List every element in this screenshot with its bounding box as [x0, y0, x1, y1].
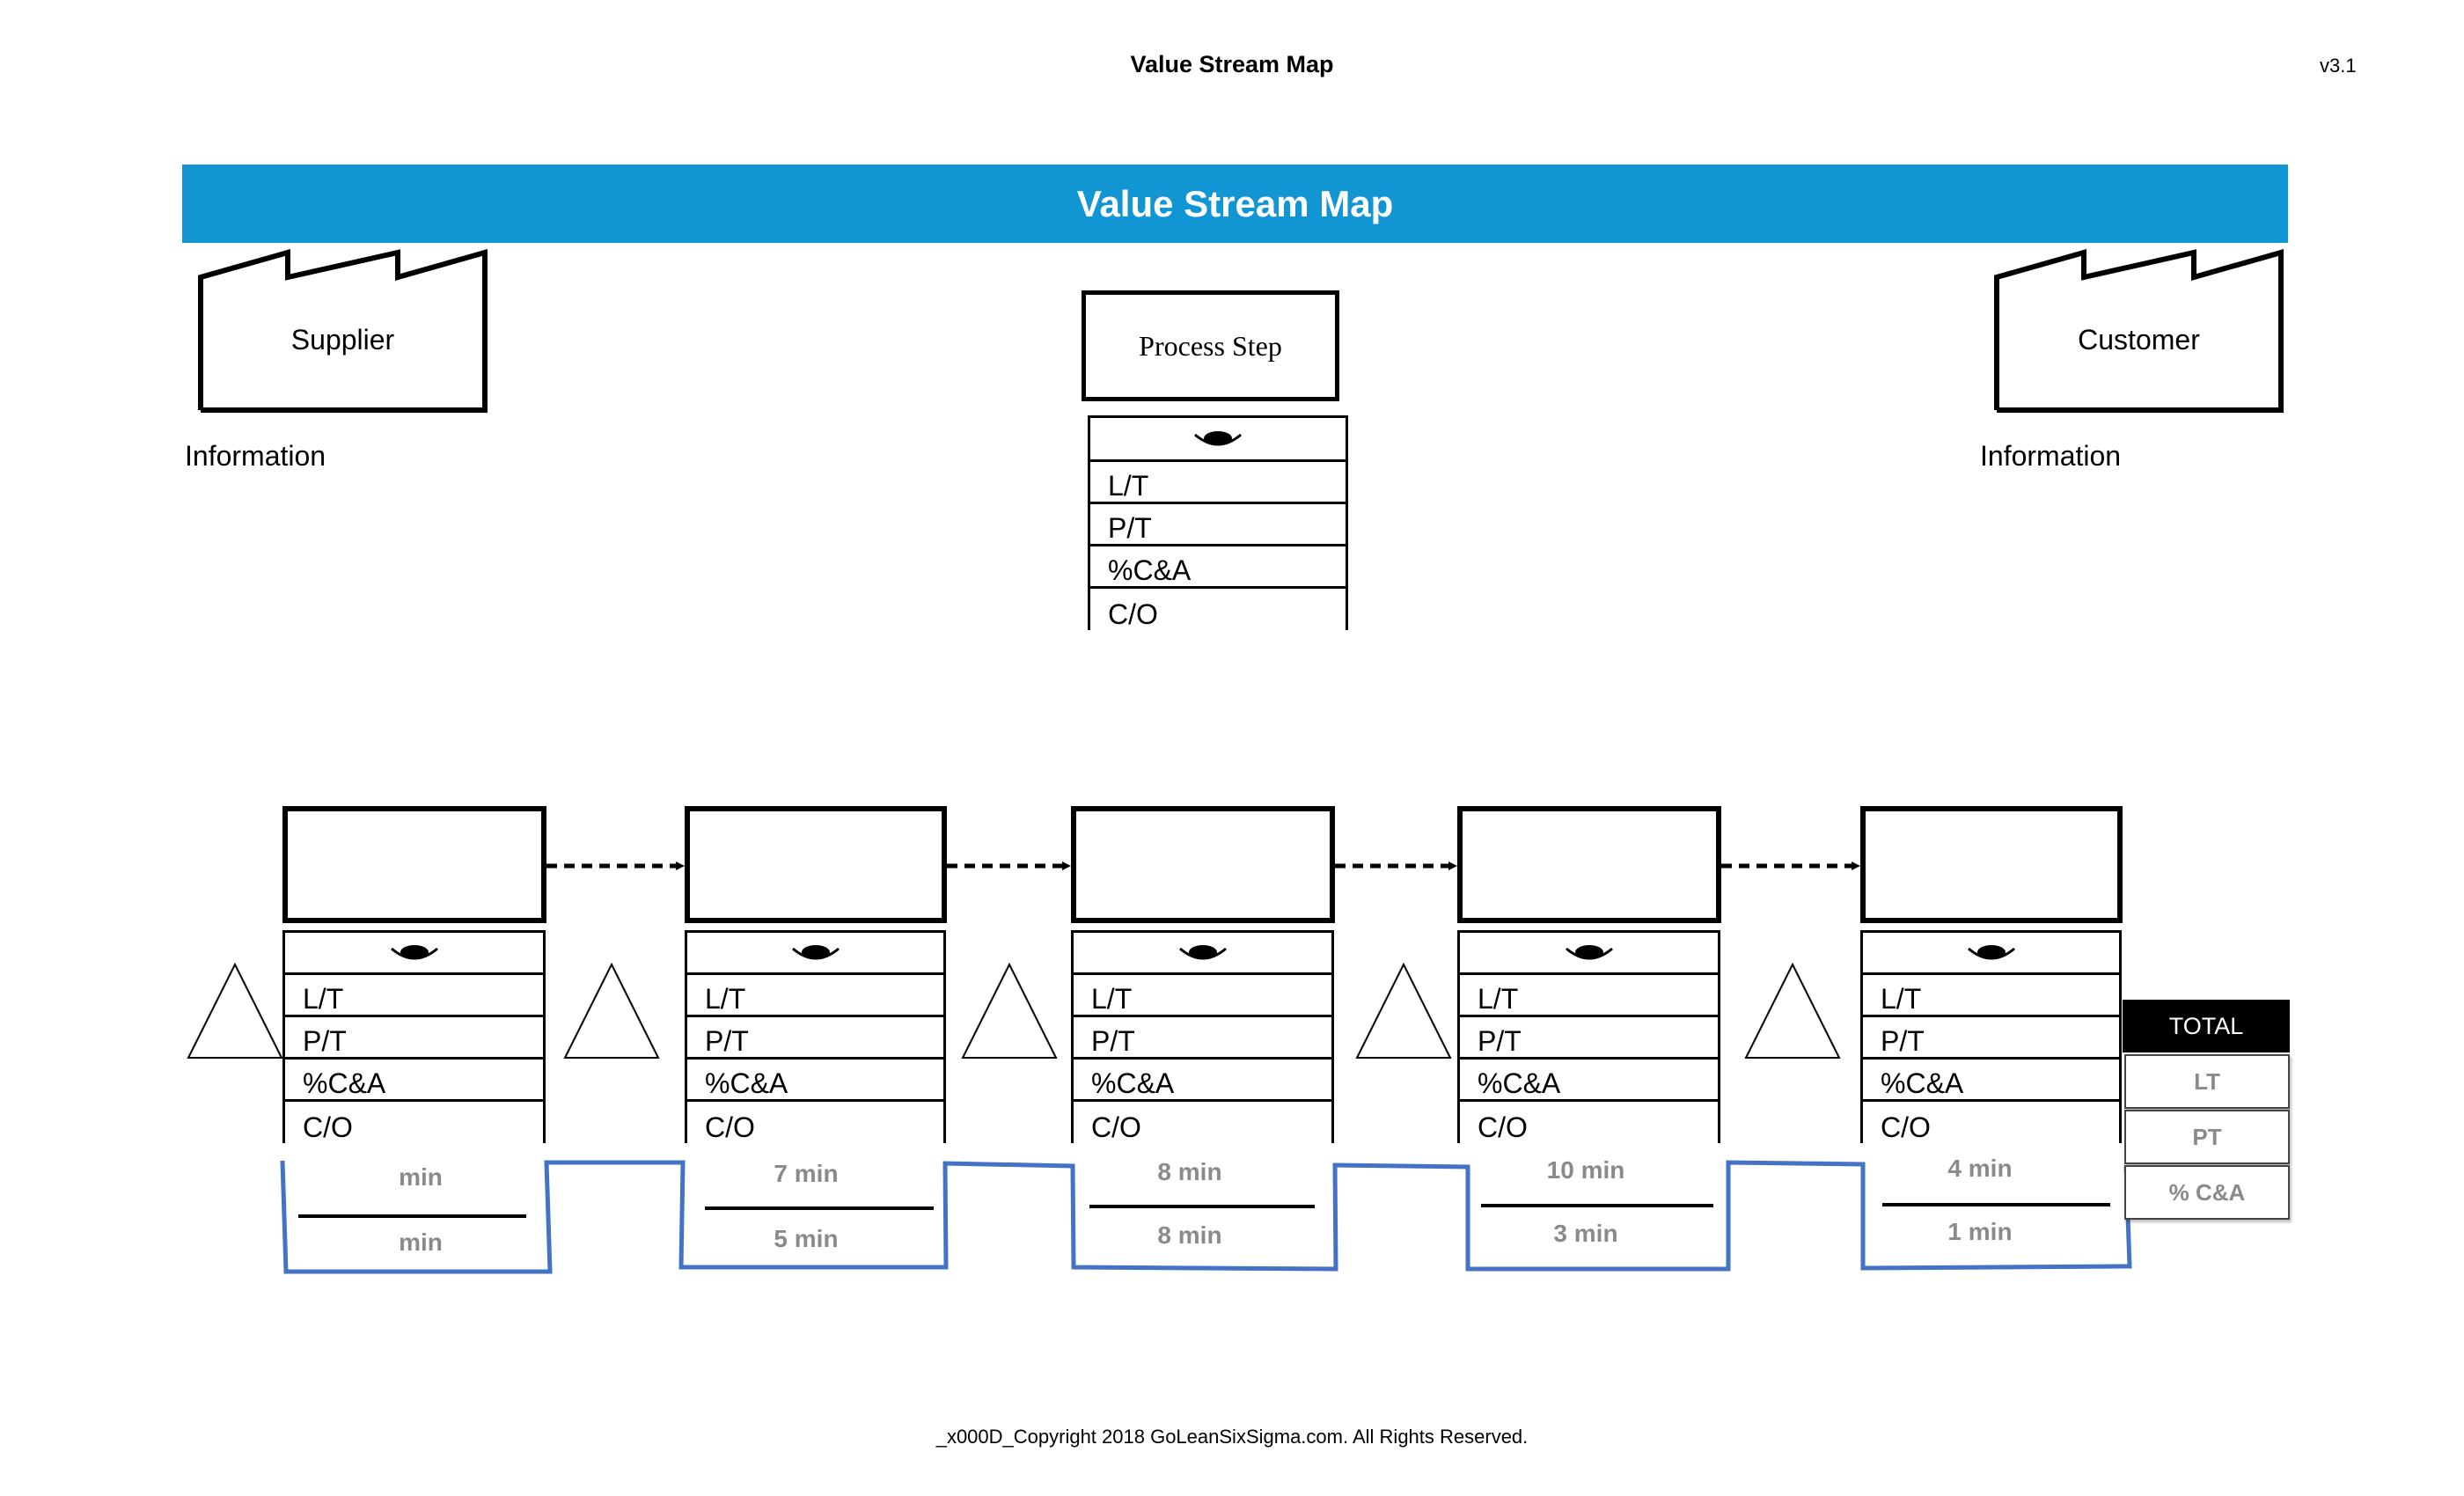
inventory-triangle-icon — [1355, 962, 1452, 1059]
inventory-triangle-icon — [1744, 962, 1841, 1059]
step-1-timeline-top: min — [399, 1163, 443, 1191]
step-5-pt-row: P/T — [1860, 1015, 2122, 1057]
process-step-box-3 — [1071, 806, 1335, 923]
step-5-timeline-top: 4 min — [1947, 1155, 2013, 1182]
step-2-data-table: L/T P/T %C&A C/O — [685, 930, 946, 1143]
step-4-ca-row: %C&A — [1457, 1057, 1720, 1099]
step-1-pt-row: P/T — [282, 1015, 546, 1057]
legend-operator-row — [1088, 415, 1348, 459]
step-2-co-row: C/O — [685, 1099, 946, 1143]
version-label: v3.1 — [2320, 55, 2357, 77]
operator-eye-icon — [1565, 944, 1613, 959]
total-ca-cell: % C&A — [2124, 1165, 2290, 1220]
timeline-ladder — [280, 1160, 2132, 1274]
step-2-pt-row: P/T — [685, 1015, 946, 1057]
step-4-timeline-bottom: 3 min — [1553, 1220, 1618, 1247]
step-1-lt-row: L/T — [282, 972, 546, 1015]
customer-label: Customer — [2078, 324, 2200, 356]
step-4-operator-row — [1457, 930, 1720, 972]
operator-eye-icon — [791, 944, 840, 959]
page-title: Value Stream Map — [1130, 51, 1334, 77]
step-2-operator-row — [685, 930, 946, 972]
step-2-ca-row: %C&A — [685, 1057, 946, 1099]
inventory-triangle-icon — [187, 962, 283, 1059]
customer-factory-icon — [1994, 249, 2284, 413]
step-5-operator-row — [1860, 930, 2122, 972]
total-pt-cell: PT — [2124, 1110, 2290, 1164]
step-3-co-row: C/O — [1071, 1099, 1334, 1143]
step-4-lt-row: L/T — [1457, 972, 1720, 1015]
legend-ca-row: %C&A — [1088, 544, 1348, 586]
step-5-ca-row: %C&A — [1860, 1057, 2122, 1099]
process-step-box-5 — [1860, 806, 2123, 923]
operator-eye-icon — [1967, 944, 2015, 959]
inventory-triangle-icon — [563, 962, 660, 1059]
copyright-footer: _x000D_Copyright 2018 GoLeanSixSigma.com… — [935, 1426, 1529, 1448]
legend-process-step-box: Process Step — [1082, 290, 1339, 401]
step-5-lt-row: L/T — [1860, 972, 2122, 1015]
supplier-label: Supplier — [290, 324, 395, 356]
step-5-timeline-bottom: 1 min — [1947, 1218, 2013, 1245]
step-3-data-table: L/T P/T %C&A C/O — [1071, 930, 1334, 1143]
step-3-timeline-bottom: 8 min — [1157, 1221, 1222, 1249]
step-3-timeline-top: 8 min — [1157, 1158, 1222, 1185]
step-3-operator-row — [1071, 930, 1334, 972]
step-2-timeline-top: 7 min — [774, 1160, 839, 1187]
operator-eye-icon — [1194, 430, 1242, 445]
inventory-triangle-icon — [961, 962, 1058, 1059]
supplier-factory-icon — [198, 249, 488, 413]
operator-eye-icon — [1178, 944, 1227, 959]
step-2-lt-row: L/T — [685, 972, 946, 1015]
step-5-co-row: C/O — [1860, 1099, 2122, 1143]
total-lt-cell: LT — [2124, 1054, 2290, 1109]
supplier-information-label: Information — [185, 440, 326, 472]
legend-data-table: L/T P/T %C&A C/O — [1088, 415, 1348, 630]
step-5-data-table: L/T P/T %C&A C/O — [1860, 930, 2122, 1143]
total-header: TOTAL — [2123, 1000, 2290, 1052]
operator-eye-icon — [390, 944, 438, 959]
flow-arrows — [546, 862, 1860, 870]
step-3-pt-row: P/T — [1071, 1015, 1334, 1057]
step-3-lt-row: L/T — [1071, 972, 1334, 1015]
legend-lt-row: L/T — [1088, 459, 1348, 502]
step-4-timeline-top: 10 min — [1546, 1156, 1625, 1184]
step-1-timeline-bottom: min — [399, 1228, 443, 1256]
step-3-ca-row: %C&A — [1071, 1057, 1334, 1099]
process-step-box-4 — [1457, 806, 1721, 923]
step-4-co-row: C/O — [1457, 1099, 1720, 1143]
step-4-data-table: L/T P/T %C&A C/O — [1457, 930, 1720, 1143]
customer-information-label: Information — [1980, 440, 2122, 472]
title-banner: Value Stream Map — [182, 165, 2288, 243]
process-step-box-1 — [282, 806, 546, 923]
step-1-operator-row — [282, 930, 546, 972]
legend-co-row: C/O — [1088, 586, 1348, 630]
legend-pt-row: P/T — [1088, 502, 1348, 544]
step-4-pt-row: P/T — [1457, 1015, 1720, 1057]
step-1-ca-row: %C&A — [282, 1057, 546, 1099]
step-2-timeline-bottom: 5 min — [774, 1225, 839, 1252]
process-step-box-2 — [685, 806, 947, 923]
step-1-data-table: L/T P/T %C&A C/O — [282, 930, 546, 1143]
step-1-co-row: C/O — [282, 1099, 546, 1143]
